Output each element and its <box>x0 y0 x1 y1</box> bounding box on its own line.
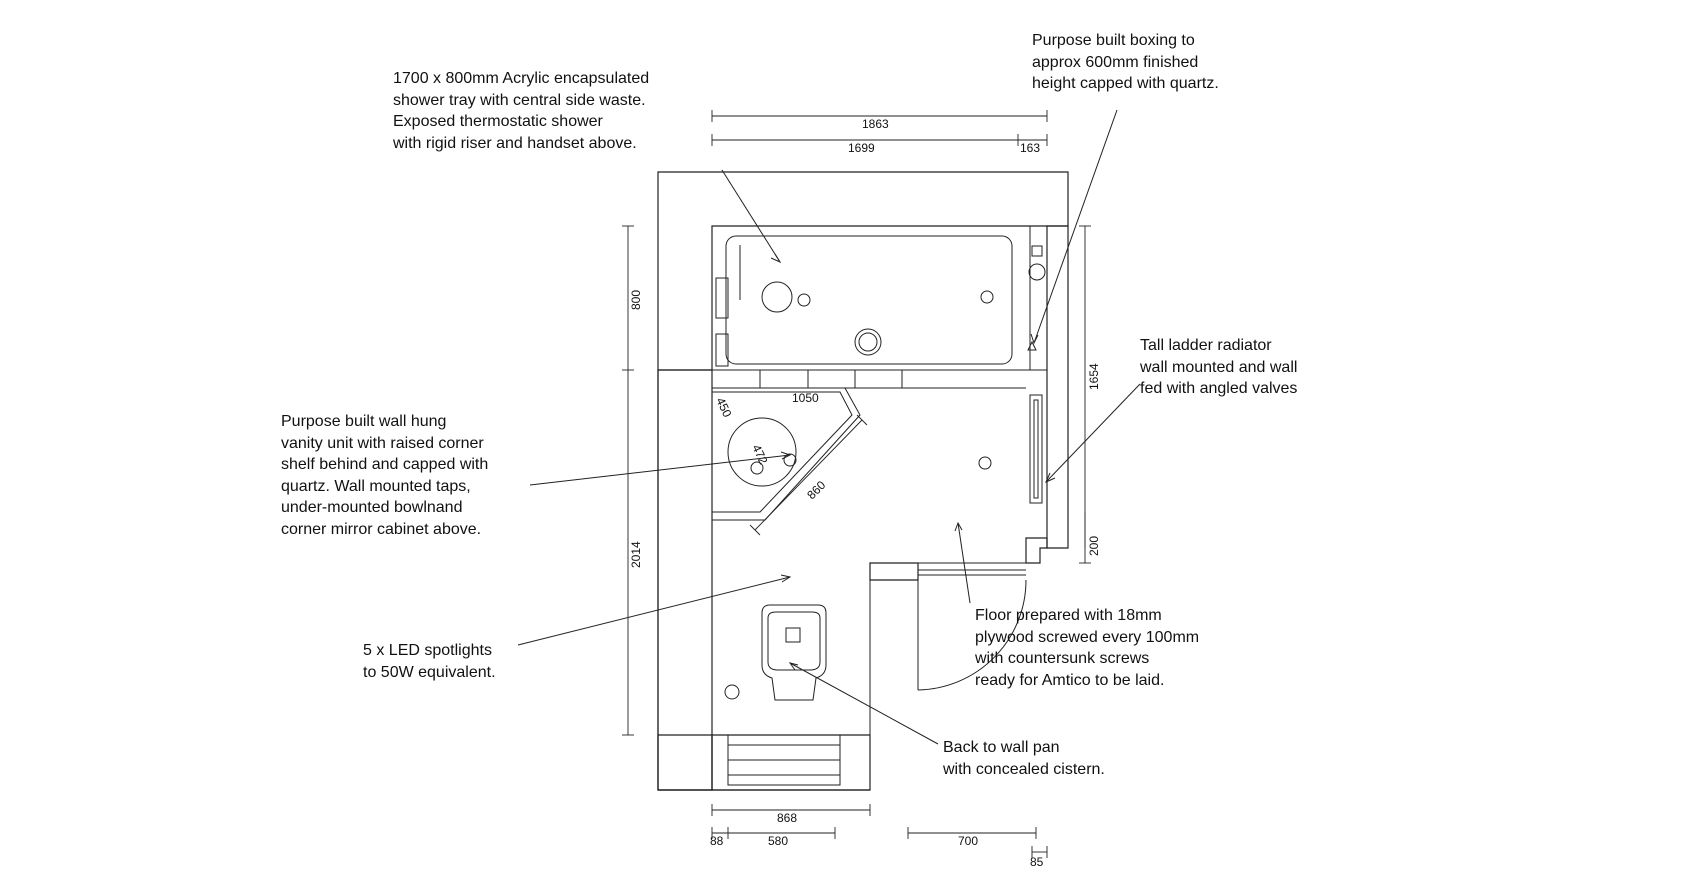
spotlights <box>978 456 992 470</box>
dim-top-boxing: 163 <box>1020 141 1040 155</box>
highlighted-wall <box>657 369 713 791</box>
shower-tray <box>711 225 1048 371</box>
spotlights-note: 5 x LED spotlights to 50W equivalent. <box>363 642 496 681</box>
dim-bottom-left: 88 <box>710 834 724 848</box>
dim-bottom-right: 85 <box>1030 855 1044 869</box>
dim-bottom-cistern: 580 <box>768 834 788 848</box>
dimension-lines <box>622 110 1091 858</box>
radiator-note: Tall ladder radiator wall mounted and wa… <box>1140 337 1298 397</box>
dim-left-lower: 2014 <box>629 541 643 568</box>
dim-right-upper: 1654 <box>1087 363 1101 390</box>
right-wall <box>1046 225 1069 549</box>
dim-top-tray: 1699 <box>848 141 875 155</box>
dim-right-lower: 200 <box>1087 536 1101 556</box>
vanity-note: Purpose built wall hung vanity unit with… <box>281 413 489 538</box>
right-corner-wall <box>1025 537 1048 564</box>
wall-stub <box>869 562 919 581</box>
cistern-box <box>727 734 841 786</box>
dim-bottom-door: 700 <box>958 834 978 848</box>
vanity-unit <box>711 369 903 521</box>
dim-bowl-label: 450 <box>713 395 734 419</box>
bottom-wall-cistern <box>711 734 871 791</box>
dim-vanity-width: 1050 <box>792 391 819 405</box>
dim-top-overall: 1863 <box>862 117 889 131</box>
boxing-note: Purpose built boxing to approx 600mm fin… <box>1032 32 1219 92</box>
shower-tray-note: 1700 x 800mm Acrylic encapsulated shower… <box>393 70 650 152</box>
bottom-wall-left <box>657 734 713 791</box>
interior <box>711 226 1047 790</box>
walls <box>657 171 1069 791</box>
wc <box>724 604 827 701</box>
top-wall <box>657 171 1069 371</box>
wc-note: Back to wall pan with concealed cistern. <box>943 739 1105 778</box>
outer-wall-outline <box>658 172 1068 578</box>
dim-bottom-overall: 868 <box>777 811 797 825</box>
leader-lines <box>517 109 1141 745</box>
dim-bowl-small: 472 <box>749 442 770 466</box>
floor-note: Floor prepared with 18mm plywood screwed… <box>975 607 1200 689</box>
dim-left-upper: 800 <box>629 290 643 310</box>
radiator <box>1029 394 1043 504</box>
dim-vanity-diagonal: 860 <box>804 478 828 502</box>
